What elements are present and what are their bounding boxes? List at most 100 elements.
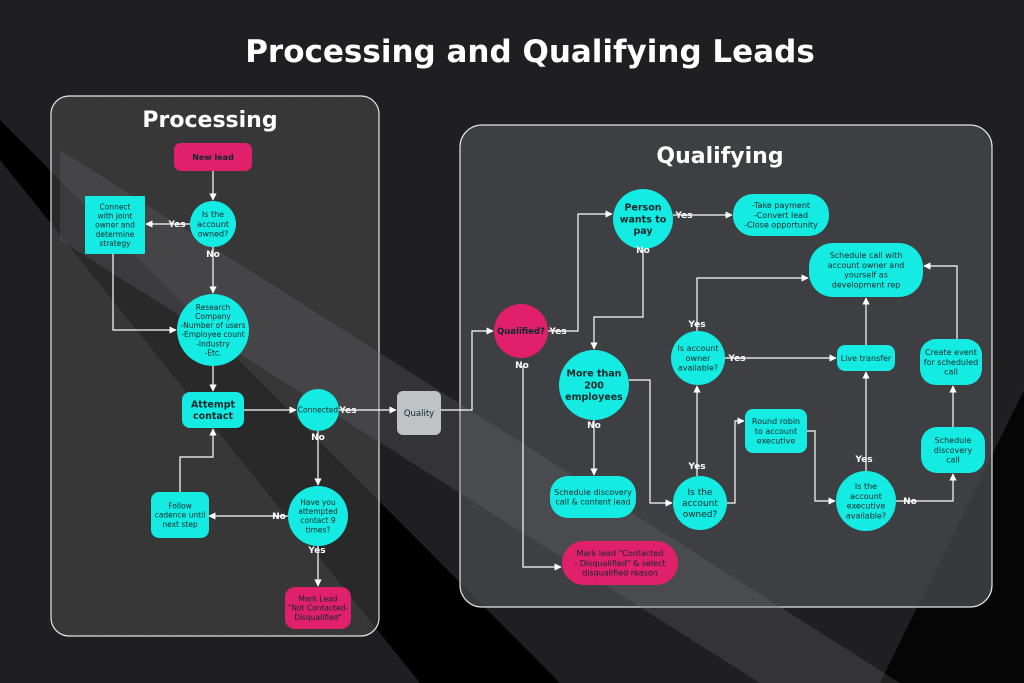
node-shape: [836, 471, 896, 531]
node-mark-not-contacted: Mark Lead"Not Contacted-Disqualified": [285, 587, 351, 629]
node-shape: [494, 304, 548, 358]
edge-label-yes: Yes: [307, 546, 325, 556]
edge-label-no: No: [206, 250, 220, 260]
node-text-line: Is account: [678, 344, 719, 353]
node-text-line: call & content lead: [555, 498, 630, 507]
node-shape: [673, 476, 727, 530]
node-shape: [151, 492, 209, 538]
edges: [112, 171, 958, 587]
edge-create-to-callowner: [923, 262, 958, 339]
node-text-line: available?: [678, 364, 718, 373]
node-text-line: to account: [755, 427, 797, 436]
node-text-line: Attempt: [191, 400, 236, 411]
node-shape: [85, 196, 145, 254]
edge-label-no: No: [311, 433, 325, 443]
node-text-line: Create event: [925, 348, 977, 357]
node-shape: [182, 392, 244, 428]
node-take-payment: -Take payment-Convert lead-Close opportu…: [733, 194, 829, 236]
node-text-line: Company: [195, 312, 231, 321]
edge-label-yes: Yes: [727, 354, 745, 364]
node-text-line: attempted: [298, 507, 338, 516]
node-text-line: Schedule call with: [830, 251, 903, 260]
node-text-line: Connected: [298, 406, 339, 415]
edge-label-no: No: [636, 246, 650, 256]
node-text-line: -Etc.: [205, 349, 222, 358]
node-text-line: Connect: [99, 202, 130, 211]
node-text-line: - Disqualified" & select: [574, 559, 665, 568]
node-text-line: More than: [567, 369, 622, 380]
node-text-line: executive: [757, 437, 796, 446]
node-shape: [559, 350, 629, 420]
node-text-line: with joint: [98, 211, 133, 220]
diagonal-band-light: [60, 150, 900, 683]
edge-label-yes: Yes: [687, 320, 705, 330]
node-shape: [837, 345, 895, 371]
node-shape: [920, 339, 982, 385]
node-text-line: owner: [686, 354, 711, 363]
node-mark-contacted-disqualified: Mark lead "Contacted- Disqualified" & se…: [562, 541, 678, 585]
edge-connect-to-research: [112, 254, 177, 334]
edge-label-yes: Yes: [167, 220, 185, 230]
edge-pay-no-to-more200: [590, 249, 644, 350]
node-text-line: pay: [633, 226, 653, 237]
node-text-line: next step: [162, 520, 197, 529]
node-text-line: executive: [847, 502, 886, 511]
node-shape: [177, 294, 249, 366]
node-text-line: Mark lead "Contacted: [577, 549, 664, 558]
node-shape: [562, 541, 678, 585]
node-text-line: account: [197, 220, 229, 229]
node-shape: [921, 427, 985, 473]
node-text-line: contact: [193, 411, 234, 422]
node-text-line: contact 9: [300, 516, 335, 525]
qualifying-panel-title: Qualifying: [656, 144, 783, 169]
node-text-line: call: [944, 368, 958, 377]
node-shape: [613, 189, 673, 249]
edge-label-no: No: [587, 421, 601, 431]
page-title: Processing and Qualifying Leads: [245, 34, 815, 70]
edge-label-no: No: [515, 361, 529, 371]
node-text-line: available?: [846, 511, 886, 520]
processing-panel-title: Processing: [142, 108, 277, 133]
edge-label-no: No: [272, 512, 286, 522]
node-text-line: -Close opportunity: [744, 221, 818, 230]
edge-quality-to-qualified: [441, 327, 494, 411]
node-text-line: determine: [96, 230, 135, 239]
node-text-line: -Convert lead: [754, 211, 808, 220]
node-text-line: Qualified?: [497, 327, 545, 337]
edge-exec-no-to-schedule: [896, 473, 957, 502]
node-text-line: owner and: [95, 221, 135, 230]
node-shape: [397, 391, 441, 435]
node-text-line: Quality: [404, 409, 434, 419]
node-shape: [809, 243, 923, 297]
node-text-line: -Industry: [196, 339, 230, 348]
node-text-line: 200: [584, 380, 604, 391]
node-shape: [190, 201, 236, 247]
node-text-line: Research: [196, 303, 231, 312]
node-shape: [174, 143, 252, 171]
edge-label-yes: Yes: [548, 327, 566, 337]
edge-label-yes: Yes: [854, 455, 872, 465]
node-live-transfer: Live transfer: [837, 345, 895, 371]
node-text-line: account owner and: [828, 261, 905, 270]
node-qualified: Qualified?: [494, 304, 548, 358]
node-text-line: yourself as: [844, 271, 888, 280]
node-connected: Connected: [297, 389, 339, 431]
node-text-line: -Take payment: [752, 201, 810, 210]
edge-roundrobin-to-exec: [807, 430, 836, 505]
node-shape: [285, 587, 351, 629]
node-text-line: Person: [624, 203, 661, 214]
node-text-line: Live transfer: [841, 354, 892, 363]
node-new-lead: New lead: [174, 143, 252, 171]
node-text-line: Have you: [300, 498, 336, 507]
node-text-line: strategy: [99, 239, 131, 248]
